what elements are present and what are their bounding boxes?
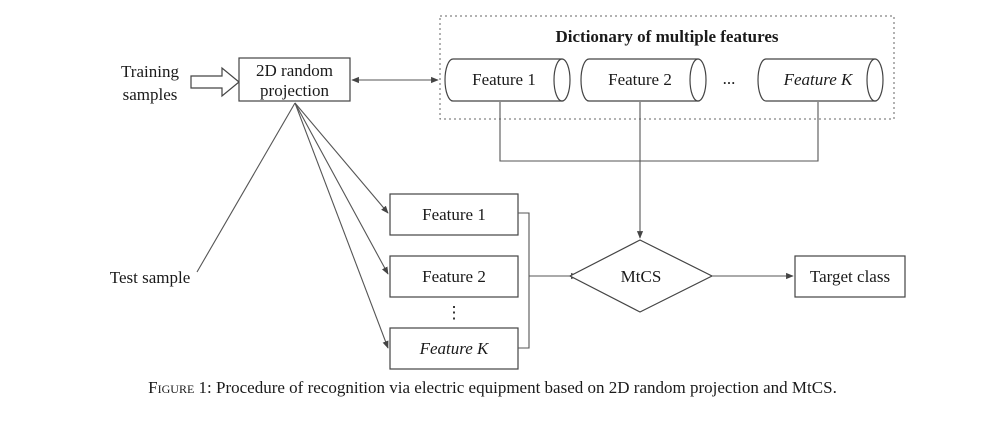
projection-to-test-feature-1 (294, 102, 389, 214)
caption-text: : Procedure of recognition via electric … (207, 378, 837, 397)
test-to-projection-line (196, 102, 296, 273)
caption-prefix: Figure 1 (148, 378, 208, 397)
test-feature-2-label: Feature 2 (422, 267, 486, 286)
projection-line1: 2D random (256, 61, 333, 80)
training-label-line1: Training (121, 62, 179, 81)
projection-to-test-feature-k (294, 102, 389, 349)
training-label-line2: samples (123, 85, 178, 104)
test-sample-label: Test sample (110, 268, 190, 287)
mtcs-diamond (568, 239, 714, 313)
projection-box (238, 57, 351, 102)
dictionary-title: Dictionary of multiple features (555, 27, 778, 46)
projection-line2: projection (260, 81, 329, 100)
hollow-arrow-icon (190, 66, 240, 98)
figure-caption: Figure 1: Procedure of recognition via e… (0, 378, 985, 398)
test-feature-1-box (389, 193, 519, 236)
target-class-label: Target class (810, 267, 890, 286)
dictionary-feature-2-label: Feature 2 (608, 70, 672, 89)
dictionary-feature-k: Feature K (757, 58, 884, 102)
test-features-ellipsis: ⋮ (446, 303, 463, 322)
mtcs-label: MtCS (621, 267, 662, 286)
test-feature-1-label: Feature 1 (422, 205, 486, 224)
dictionary-container (439, 15, 895, 120)
dictionary-collector (499, 102, 819, 162)
dictionary-feature-1-label: Feature 1 (472, 70, 536, 89)
projection-to-test-feature-2 (294, 102, 389, 275)
test-feature-k-label: Feature K (419, 339, 490, 358)
dictionary-feature-k-label: Feature K (783, 70, 854, 89)
test-feature-2-box (389, 255, 519, 298)
dictionary-feature-1: Feature 1 (444, 58, 571, 102)
dictionary-feature-2: Feature 2 (580, 58, 707, 102)
target-class-box (794, 255, 906, 298)
dictionary-ellipsis: ... (723, 69, 736, 88)
test-features-bracket (518, 212, 530, 349)
